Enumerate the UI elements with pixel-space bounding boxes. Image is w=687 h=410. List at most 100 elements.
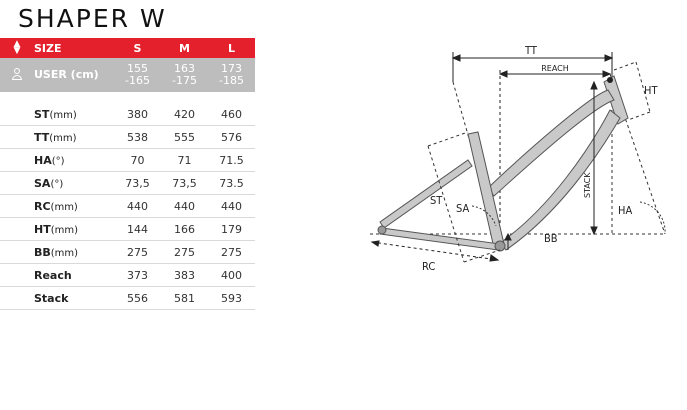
rc-label: RC (422, 260, 435, 273)
bike-frame (377, 75, 629, 252)
row-value-m: 71 (161, 148, 208, 172)
row-label: Reach (34, 263, 114, 287)
user-height-row: USER (cm) 155 -165 163 -175 173 -185 (0, 58, 255, 92)
row-value-s: 70 (114, 148, 161, 172)
row-value-l: 460 (208, 103, 255, 126)
row-name: HA (34, 153, 52, 167)
row-name: SA (34, 176, 51, 190)
user-value-l: 173 -185 (208, 58, 255, 92)
row-value-l: 73.5 (208, 171, 255, 195)
row-unit: (mm) (50, 224, 79, 236)
row-value-s: 275 (114, 240, 161, 264)
sa-label: SA (456, 202, 469, 215)
row-label: TT(mm) (34, 125, 114, 149)
row-unit: (°) (50, 178, 64, 190)
reach-label: REACH (541, 64, 569, 73)
bb-label: BB (544, 232, 558, 245)
table-header-row: ▲▼ SIZE S M L (0, 38, 255, 58)
row-value-m: 275 (161, 240, 208, 264)
row-name: ST (34, 107, 50, 121)
size-header: SIZE (34, 41, 62, 55)
row-value-m: 581 (161, 286, 208, 310)
row-label: ST(mm) (34, 103, 114, 126)
reach-dimension (498, 70, 612, 248)
row-value-m: 555 (161, 125, 208, 149)
row-label: Stack (34, 286, 114, 310)
user-icon (11, 67, 23, 80)
page-title: SHAPER W (18, 4, 167, 33)
st-label: ST (430, 194, 443, 207)
row-unit: (mm) (50, 247, 79, 259)
stack-dimension (590, 80, 598, 236)
row-name: Stack (34, 291, 69, 305)
row-label: SA(°) (34, 171, 114, 195)
row-value-l: 593 (208, 286, 255, 310)
row-value-l: 179 (208, 217, 255, 241)
row-value-s: 556 (114, 286, 161, 310)
frame-diagram: TT REACH (370, 44, 666, 273)
row-label: HT(mm) (34, 217, 114, 241)
sort-icon: ▲▼ (13, 38, 21, 56)
row-name: TT (34, 130, 50, 144)
rc-dimension (370, 240, 500, 262)
row-unit: (mm) (49, 132, 77, 144)
row-value-s: 373 (114, 263, 161, 287)
size-s-header: S (133, 41, 142, 55)
row-label: RC(mm) (34, 194, 114, 218)
row-name: Reach (34, 268, 72, 282)
sa-arc (471, 205, 497, 227)
ha-arc (639, 201, 666, 235)
stack-label: STACK (583, 172, 592, 198)
row-name: HT (34, 222, 51, 236)
user-value-s: 155 -165 (114, 58, 161, 92)
row-value-l: 71.5 (208, 148, 255, 172)
user-value-l-text: 173 -185 (219, 62, 244, 87)
ha-label: HA (618, 204, 632, 217)
row-value-s: 538 (114, 125, 161, 149)
row-value-s: 73,5 (114, 171, 161, 195)
table-spacer (0, 92, 255, 100)
row-value-m: 73,5 (161, 171, 208, 195)
row-unit: (mm) (50, 201, 78, 213)
row-value-m: 420 (161, 103, 208, 126)
tt-label: TT (524, 44, 538, 57)
row-unit: (°) (51, 155, 65, 167)
size-m-header: M (179, 41, 190, 55)
row-value-s: 144 (114, 217, 161, 241)
row-name: RC (34, 199, 51, 213)
row-value-l: 440 (208, 194, 255, 218)
user-label: USER (cm) (34, 68, 99, 81)
bb-dimension (504, 232, 512, 250)
user-value-s-text: 155 -165 (125, 62, 150, 87)
geometry-table: ▲▼ SIZE S M L USER (cm) 155 -165 163 -17… (0, 38, 255, 100)
row-label: BB(mm) (34, 240, 114, 264)
user-value-m-text: 163 -175 (172, 62, 197, 87)
row-value-l: 275 (208, 240, 255, 264)
row-value-s: 440 (114, 194, 161, 218)
tt-dimension (451, 52, 614, 82)
row-value-m: 440 (161, 194, 208, 218)
row-label: HA(°) (34, 148, 114, 172)
row-value-l: 576 (208, 125, 255, 149)
row-value-l: 400 (208, 263, 255, 287)
ht-label: HT (644, 84, 658, 97)
st-dimension (427, 131, 501, 263)
sort-icon-cell: ▲▼ (0, 38, 34, 58)
row-unit: (mm) (49, 109, 77, 121)
ht-dimension (613, 61, 651, 121)
user-value-m: 163 -175 (161, 58, 208, 92)
row-value-m: 166 (161, 217, 208, 241)
row-name: BB (34, 245, 51, 259)
row-value-s: 380 (114, 103, 161, 126)
row-value-m: 383 (161, 263, 208, 287)
